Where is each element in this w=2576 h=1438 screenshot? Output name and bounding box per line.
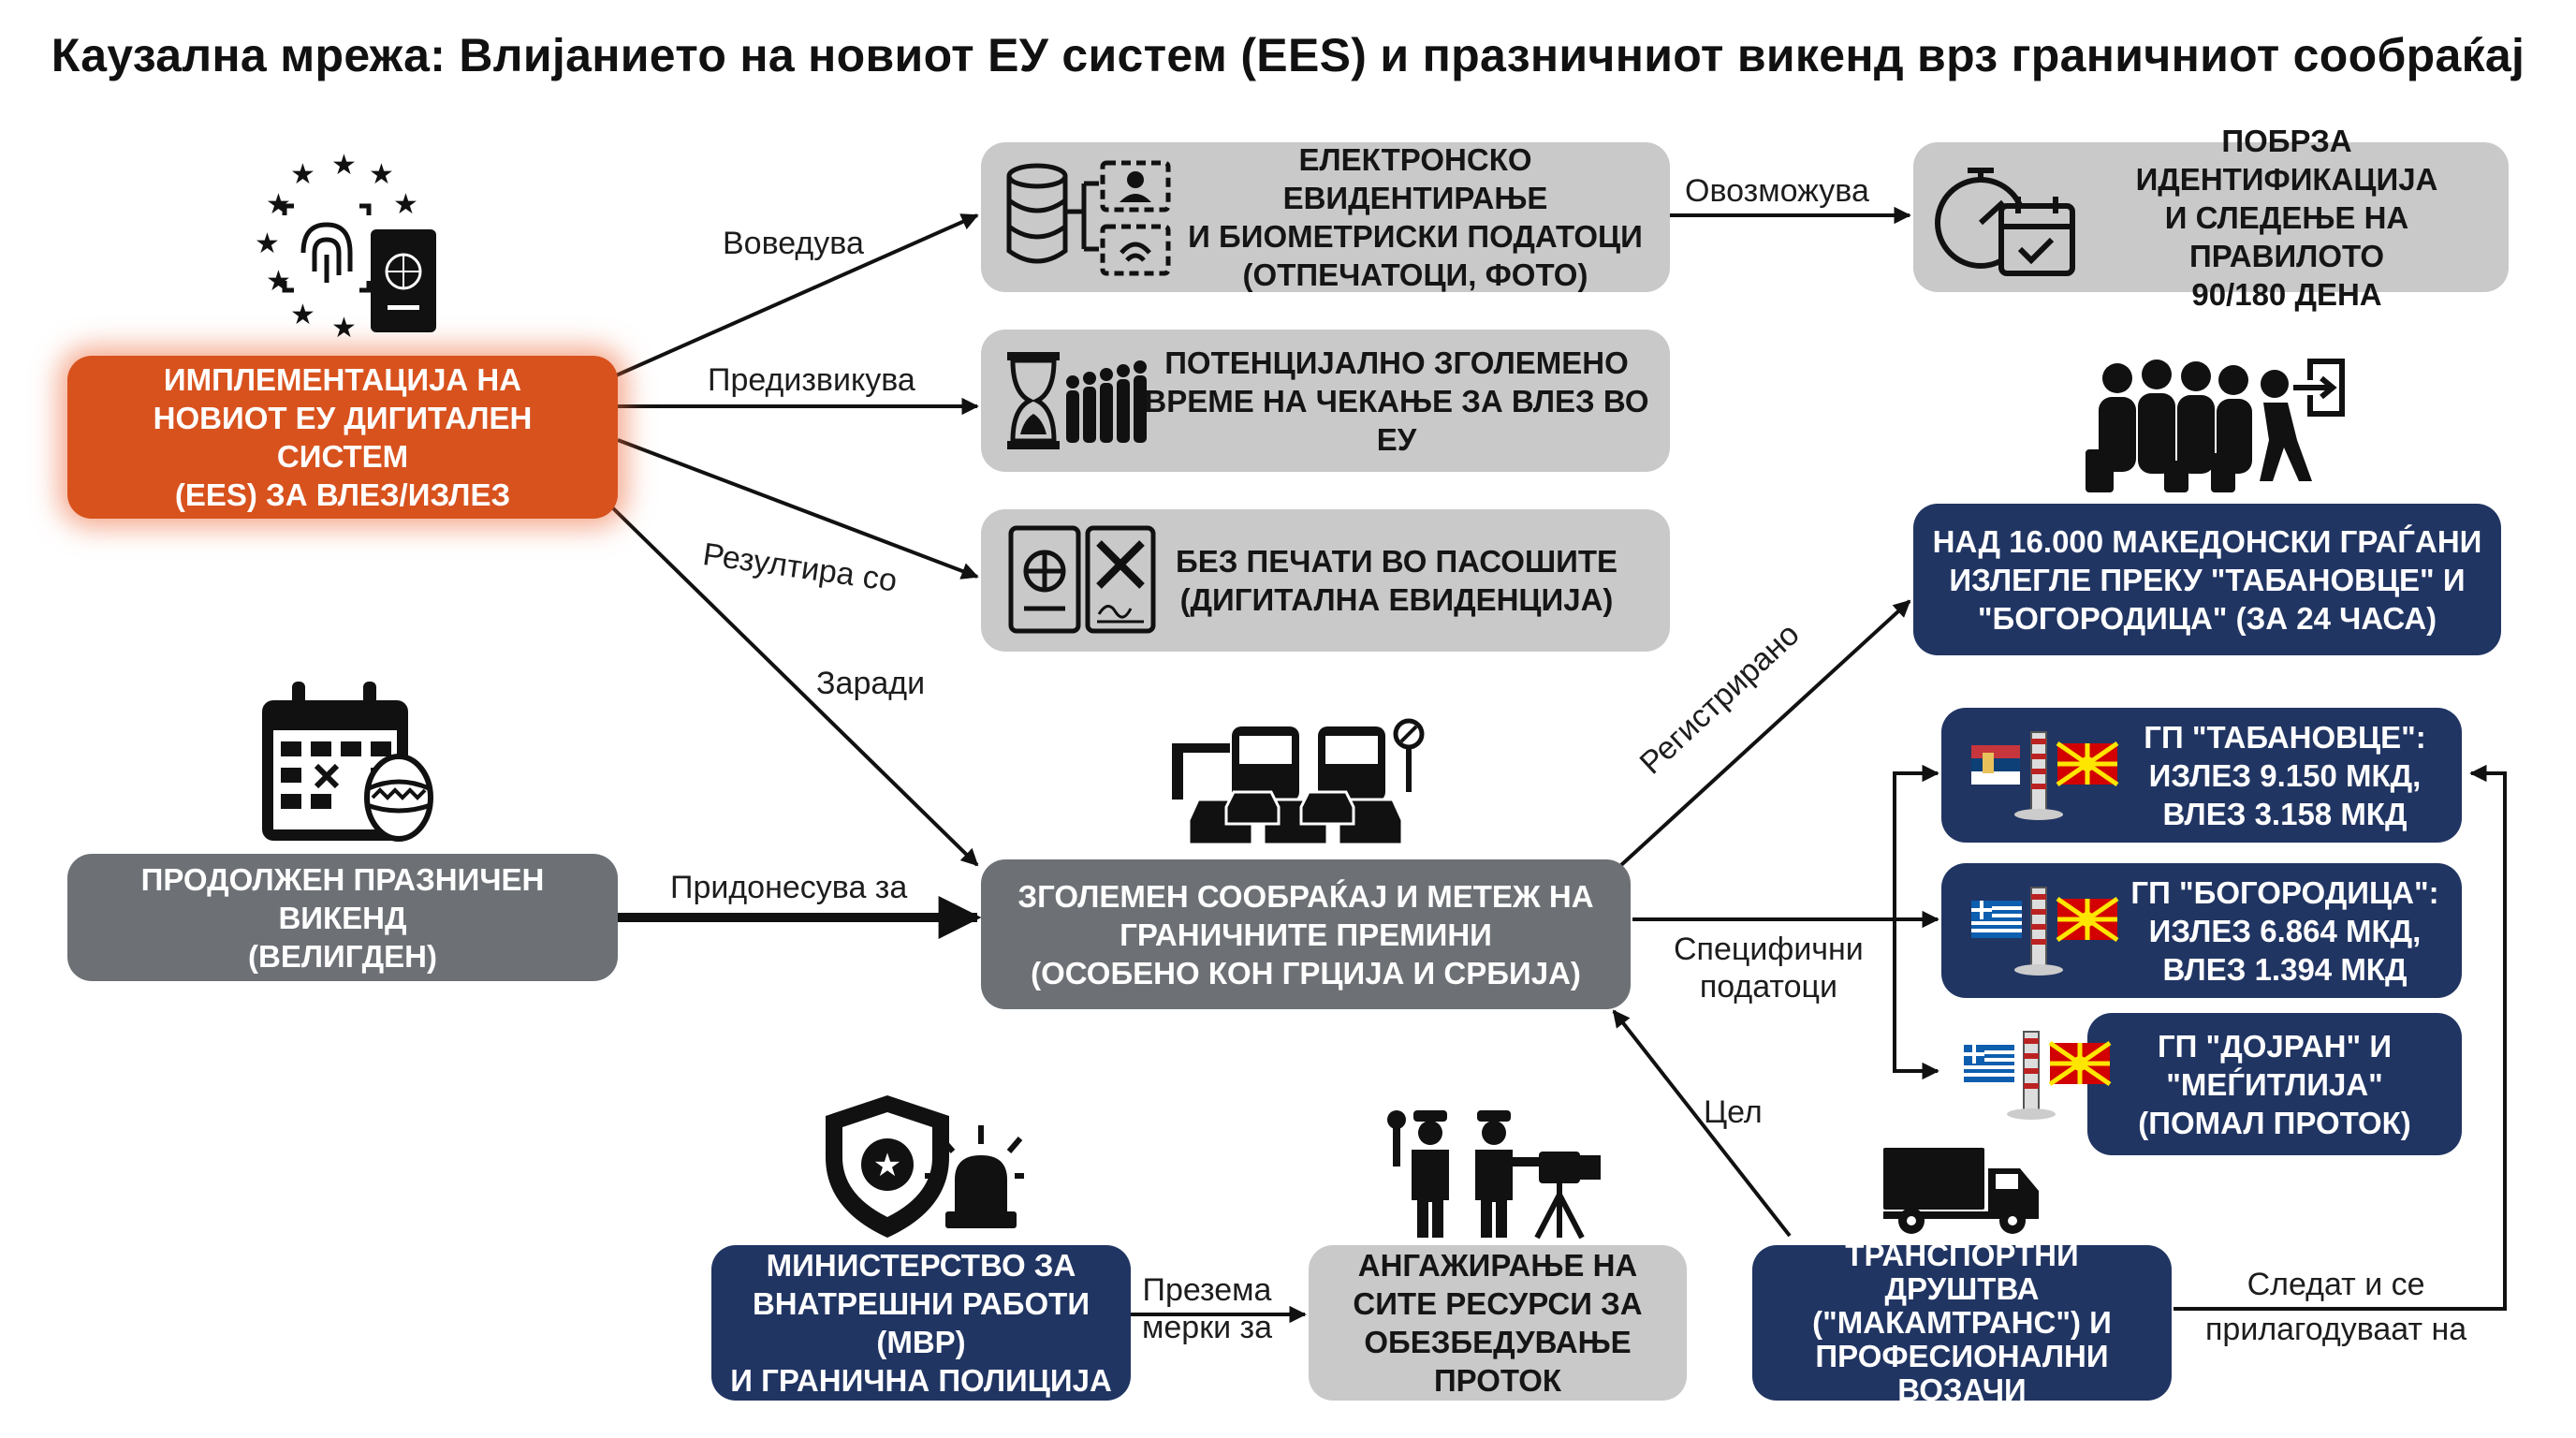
- node-gp-dojran[interactable]: ГП "ДОЈРАН" И "МЕЃИТЛИЈА" (ПОМАЛ ПРОТОК): [2087, 1013, 2462, 1155]
- svg-text:★: ★: [290, 158, 315, 191]
- edge-label-enables: Овозможува: [1685, 173, 1869, 209]
- node-traffic-congestion[interactable]: ЗГОЛЕМЕН СООБРАЌАЈ И МЕТЕЖ НА ГРАНИЧНИТЕ…: [981, 859, 1631, 1009]
- edge-label-takes-measures: Презема мерки за: [1142, 1272, 1273, 1345]
- traffic-jam-buses-cars-icon: [1172, 718, 1425, 846]
- arrow-follow-adapt: [2174, 764, 2507, 1311]
- node-all-resources[interactable]: АНГАЖИРАЊЕ НА СИТЕ РЕСУРСИ ЗА ОБЕЗБЕДУВА…: [1309, 1245, 1687, 1401]
- arrow-registered: [1619, 599, 1911, 867]
- arrow-introduces: [613, 213, 979, 378]
- greece-macedonia-border-icon: [1971, 887, 2119, 976]
- svg-text:★: ★: [331, 149, 357, 182]
- svg-text:★: ★: [266, 265, 291, 298]
- arrow-results-in: [617, 438, 979, 580]
- greece-flag-icon: [1971, 901, 2022, 938]
- edge-label-because-of: Заради: [816, 666, 926, 701]
- greece-flag-icon: [1964, 1045, 2014, 1082]
- node-biometric-records[interactable]: ЕЛЕКТРОНСКО ЕВИДЕНТИРАЊЕ И БИОМЕТРИСКИ П…: [981, 142, 1670, 292]
- police-shield-siren-icon: ★: [826, 1095, 1024, 1238]
- node-holiday-weekend[interactable]: ПРОДОЛЖЕН ПРАЗНИЧЕН ВИКЕНД (ВЕЛИГДЕН): [67, 854, 618, 981]
- svg-text:★: ★: [255, 227, 280, 260]
- greece-macedonia-small-border-icon: [1964, 1031, 2112, 1120]
- node-waiting-time-label: ПОТЕНЦИЈАЛНО ЗГОЛЕМЕНО ВРЕМЕ НА ЧЕКАЊЕ З…: [1144, 345, 1649, 457]
- node-faster-identification-label: ПОБРЗА ИДЕНТИФИКАЦИЈА И СЛЕДЕЊЕ НА ПРАВИ…: [2135, 123, 2438, 312]
- edge-label-follow-adapt: Следат и се прилагодуваат на: [2205, 1267, 2467, 1347]
- svg-text:★: ★: [369, 158, 394, 191]
- node-citizens-exited[interactable]: НАД 16.000 МАКЕДОНСКИ ГРАЃАНИ ИЗЛЕГЛЕ ПР…: [1913, 504, 2501, 655]
- node-gp-tabanovce[interactable]: ГП "ТАБАНОВЦЕ": ИЗЛЕЗ 9.150 МКД, ВЛЕЗ 3.…: [1941, 708, 2462, 843]
- edge-label-goal: Цел: [1704, 1094, 1763, 1130]
- edge-label-introduces: Воведува: [723, 226, 864, 261]
- passport-crossed-icon: [1008, 525, 1156, 634]
- arrow-specific-data-dojran: [1893, 919, 1939, 1080]
- serbia-flag-icon: [1971, 745, 2020, 785]
- node-gp-bogorodica-label: ГП "БОГОРОДИЦА": ИЗЛЕЗ 6.864 МКД, ВЛЕЗ 1…: [2130, 874, 2439, 987]
- calendar-easter-egg-icon: [262, 682, 433, 842]
- database-biometrics-icon: [1006, 160, 1171, 276]
- hourglass-queue-icon: [1007, 352, 1147, 449]
- arrow-because-of: [608, 504, 979, 867]
- edge-label-contributes-to: Придонесува за: [670, 870, 908, 905]
- svg-text:★: ★: [873, 1147, 901, 1184]
- node-gp-bogorodica[interactable]: ГП "БОГОРОДИЦА": ИЗЛЕЗ 6.864 МКД, ВЛЕЗ 1…: [1941, 863, 2462, 998]
- north-macedonia-flag-icon: [2056, 741, 2119, 787]
- page-title: Каузална мрежа: Влијанието на новиот ЕУ …: [51, 29, 2525, 81]
- node-gp-tabanovce-label: ГП "ТАБАНОВЦЕ": ИЗЛЕЗ 9.150 МКД, ВЛЕЗ 3.…: [2144, 719, 2426, 831]
- node-ees-implementation[interactable]: ИМПЛЕМЕНТАЦИЈА НА НОВИОТ ЕУ ДИГИТАЛЕН СИ…: [67, 356, 618, 519]
- node-transport-companies[interactable]: ТРАНСПОРТНИ ДРУШТВА ("МАКАМТРАНС") И ПРО…: [1752, 1239, 2172, 1407]
- arrow-specific-data-trunk: [1632, 764, 1939, 921]
- edge-label-causes: Предизвикува: [708, 362, 915, 398]
- edge-label-specific-data: Специфични податоци: [1674, 932, 1864, 1005]
- node-mvr-police[interactable]: МИНИСТЕРСТВО ЗА ВНАТРЕШНИ РАБОТИ (МВР) И…: [711, 1245, 1131, 1401]
- north-macedonia-flag-icon: [2056, 896, 2119, 943]
- north-macedonia-flag-icon: [2048, 1040, 2112, 1087]
- arrow-goal: [1612, 1009, 1792, 1238]
- serbia-macedonia-border-icon: [1971, 731, 2119, 820]
- svg-text:★: ★: [393, 188, 418, 221]
- svg-text:★: ★: [290, 299, 315, 331]
- node-no-stamps[interactable]: БЕЗ ПЕЧАТИ ВО ПАСОШИТЕ (ДИГИТАЛНА ЕВИДЕН…: [981, 509, 1670, 652]
- truck-icon: [1883, 1148, 2039, 1234]
- node-biometric-records-label: ЕЛЕКТРОНСКО ЕВИДЕНТИРАЊЕ И БИОМЕТРИСКИ П…: [1188, 142, 1643, 292]
- crowd-travelers-exit-icon: [2086, 359, 2345, 492]
- eu-stars-fingerprint-passport-icon: ★★★ ★★★ ★★★: [255, 149, 436, 345]
- node-no-stamps-label: БЕЗ ПЕЧАТИ ВО ПАСОШИТЕ (ДИГИТАЛНА ЕВИДЕН…: [1175, 544, 1618, 617]
- svg-text:★: ★: [331, 312, 357, 345]
- police-officers-camera-icon: [1387, 1110, 1601, 1240]
- stopwatch-calendar-icon: [1935, 168, 2075, 276]
